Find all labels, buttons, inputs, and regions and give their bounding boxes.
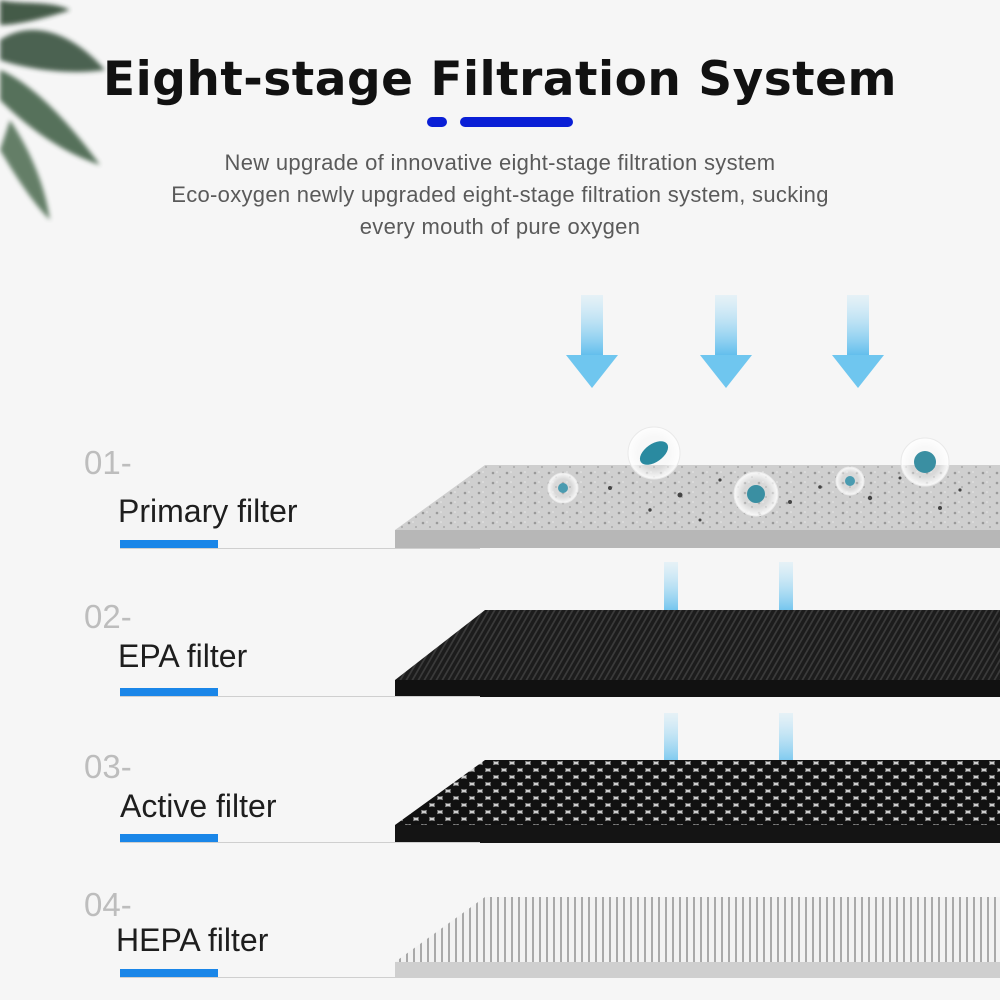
virus-icon [835,466,865,496]
stage-divider [120,548,480,549]
stage-underline-bar [120,540,218,549]
stage-divider [120,696,480,697]
stage-label: HEPA filter [116,922,269,958]
stage-underline-bar [120,688,218,697]
stage-divider [120,977,480,978]
stage-label: Primary filter [118,493,298,529]
airflow-arrow-icon [700,295,752,388]
subtitle: New upgrade of innovative eight-stage fi… [100,147,900,243]
airflow-arrow-icon [566,295,618,388]
page-title: Eight-stage Filtration System [103,52,897,107]
stage-label: EPA filter [118,638,248,674]
title-accent-dot [427,117,447,127]
epa-filter-layer [395,610,1000,697]
primary-filter-layer [395,426,1000,548]
virus-icon [547,472,579,504]
stage-underline-bar [120,834,218,843]
stage-number: 01- [84,444,132,481]
subtitle-line: Eco-oxygen newly upgraded eight-stage fi… [171,182,829,207]
stage-divider [120,842,480,843]
stage-label: Active filter [120,788,277,824]
hepa-filter-layer [395,897,1000,978]
subtitle-line: New upgrade of innovative eight-stage fi… [224,150,776,175]
title-accent-bar [460,117,573,127]
stage-number: 04- [84,886,132,923]
airflow-arrow-icon [832,295,884,388]
virus-icon [900,437,950,487]
bacteria-icon [627,426,681,480]
stage-number: 02- [84,598,132,635]
virus-icon [733,471,779,517]
plant-leaves-decoration [0,0,105,220]
stage-number: 03- [84,748,132,785]
subtitle-line: every mouth of pure oxygen [359,214,641,239]
active-filter-layer [395,760,1000,843]
stage-underline-bar [120,969,218,978]
